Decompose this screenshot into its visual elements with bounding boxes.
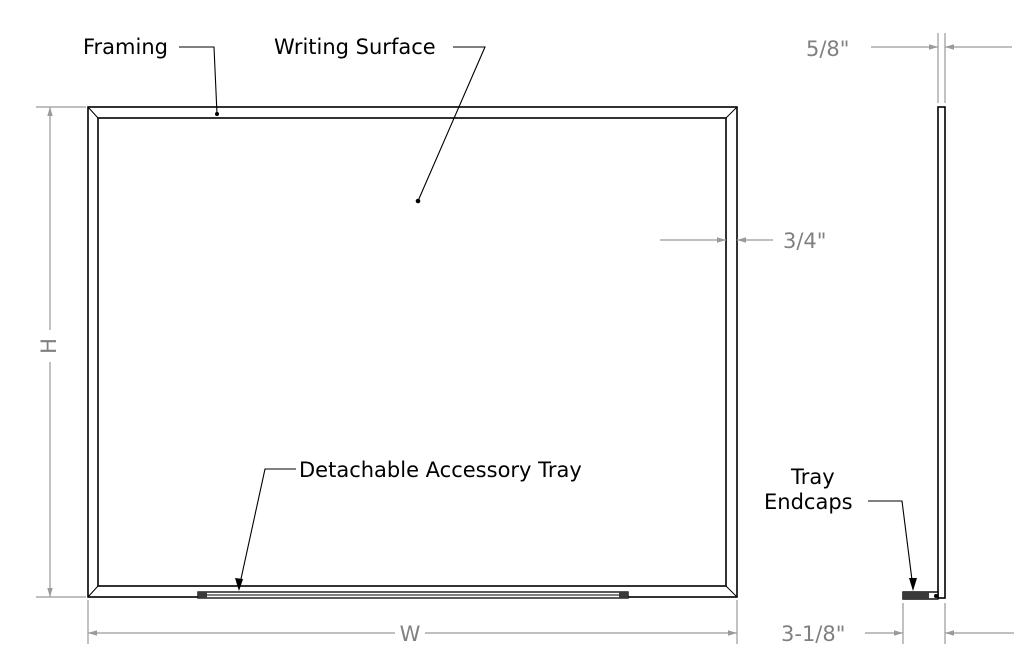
framing-leader	[179, 46, 218, 115]
dimension-frame-width: 3/4"	[660, 229, 826, 253]
tray-endcap-left	[198, 592, 207, 598]
writing-surface-leader	[417, 46, 486, 202]
frame-miter-top-left	[87, 106, 99, 119]
writing-surface-leader-dot	[415, 198, 421, 204]
tray-endcap-right	[619, 592, 628, 598]
accessory-tray-leader	[238, 468, 296, 589]
tray-depth-label: 3-1/8"	[781, 622, 845, 646]
frame-miter-top-right	[725, 106, 738, 119]
side-tray-clip	[934, 594, 938, 598]
frame-depth-label: 5/8"	[806, 37, 849, 61]
tray-endcaps-label-line1: Tray	[790, 465, 835, 489]
framing-leader-dot	[215, 112, 219, 116]
side-profile-board	[937, 106, 946, 599]
dimension-width: W	[87, 600, 738, 646]
accessory-tray-leader-arrow	[235, 578, 243, 591]
dimension-tray-depth: 3-1/8"	[781, 603, 1014, 646]
frame-miter-bottom-left	[87, 585, 99, 598]
front-view	[87, 106, 738, 599]
tray-endcaps-leader	[868, 500, 914, 589]
height-label: H	[37, 338, 61, 354]
frame-outer-edge	[87, 106, 738, 598]
width-label: W	[400, 622, 421, 646]
callout-accessory-tray: Detachable Accessory Tray	[235, 458, 582, 591]
framing-label: Framing	[83, 35, 168, 59]
frame-miter-bottom-right	[725, 585, 738, 598]
tray-endcaps-label-line2: Endcaps	[764, 490, 853, 514]
side-view	[902, 106, 946, 600]
callout-framing: Framing	[83, 35, 219, 116]
callout-tray-endcaps: Tray Endcaps	[764, 465, 917, 591]
writing-surface-label: Writing Surface	[274, 35, 436, 59]
dimension-height: H	[36, 106, 86, 598]
writing-surface-edge	[97, 117, 727, 587]
side-tray-endcap	[903, 592, 929, 599]
frame-width-label: 3/4"	[783, 229, 826, 253]
dimension-frame-depth: 5/8"	[806, 33, 1012, 103]
accessory-tray	[197, 591, 629, 599]
accessory-tray-label: Detachable Accessory Tray	[299, 458, 582, 482]
tray-endcaps-leader-arrow	[909, 578, 917, 591]
callout-writing-surface: Writing Surface	[274, 35, 486, 204]
